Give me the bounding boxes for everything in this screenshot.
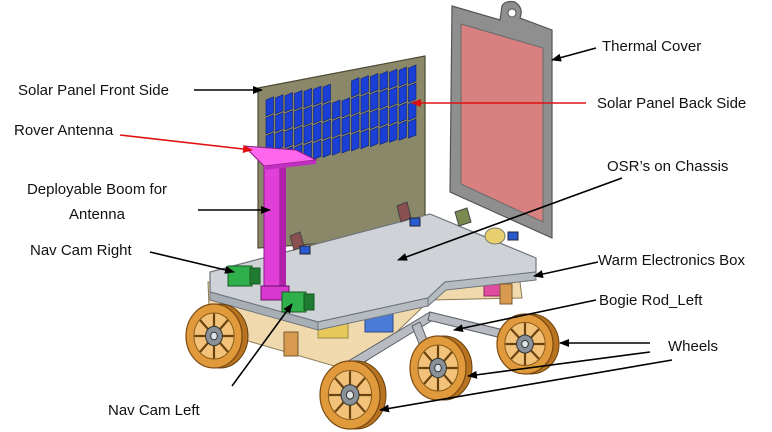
- leg: [499, 283, 513, 305]
- wheel: [319, 360, 387, 430]
- pointer-nav-cam-left: [231, 303, 293, 387]
- pointer-wheel-2: [467, 351, 651, 379]
- solar-cell: [360, 93, 369, 114]
- deployable-boom: [260, 159, 290, 301]
- pointer-wheel-3: [379, 359, 673, 413]
- solar-cell: [408, 118, 417, 139]
- solar-cell: [332, 99, 341, 120]
- solar-cell: [322, 83, 331, 104]
- solar-cell: [360, 111, 369, 132]
- solar-cell: [408, 64, 417, 85]
- solar-cell: [389, 122, 398, 143]
- solar-cell: [313, 103, 322, 124]
- solar-cell: [322, 137, 331, 158]
- nav-cam-left: [281, 291, 315, 313]
- label-solar-panel-back: Solar Panel Back Side: [597, 95, 747, 112]
- solar-cell: [322, 119, 331, 140]
- solar-cell: [294, 90, 303, 111]
- hinge: [454, 207, 472, 227]
- solar-cell: [275, 94, 284, 115]
- solar-cell: [408, 82, 417, 103]
- label-deployable-boom: Deployable Boom for Antenna: [2, 181, 192, 224]
- solar-cell: [398, 120, 407, 141]
- wheel: [185, 303, 249, 369]
- label-boom-line2: Antenna: [69, 206, 125, 223]
- solar-cell: [360, 129, 369, 150]
- solar-cell: [284, 92, 293, 113]
- solar-cell: [398, 84, 407, 105]
- solar-cell: [351, 113, 360, 134]
- solar-cell: [351, 95, 360, 116]
- solar-cell: [389, 86, 398, 107]
- solar-cell: [398, 66, 407, 87]
- solar-cell: [389, 68, 398, 89]
- pointer-thermal-cover: [551, 47, 597, 62]
- solar-cell: [332, 117, 341, 138]
- label-boom-line1: Deployable Boom for: [26, 181, 168, 198]
- pointer-rover-antenna: [119, 134, 253, 153]
- label-solar-panel-front: Solar Panel Front Side: [18, 82, 169, 99]
- solar-cell: [313, 85, 322, 106]
- solar-cell: [341, 97, 350, 118]
- solar-cell: [284, 128, 293, 149]
- rover-antenna: [242, 145, 318, 170]
- solar-cell: [341, 115, 350, 136]
- label-nav-cam-left: Nav Cam Left: [108, 402, 200, 419]
- solar-cell: [408, 100, 417, 121]
- wheel: [409, 335, 473, 401]
- solar-cell: [398, 102, 407, 123]
- solar-cell: [370, 127, 379, 148]
- solar-cell: [294, 126, 303, 147]
- solar-cell: [303, 123, 312, 144]
- solar-cell: [379, 106, 388, 127]
- solar-cell: [294, 108, 303, 129]
- thermal-cover: [449, 0, 553, 239]
- solar-cell: [265, 96, 274, 117]
- solar-cell: [303, 105, 312, 126]
- solar-cell: [370, 91, 379, 112]
- solar-cell: [379, 70, 388, 91]
- cylinder-part: [484, 227, 506, 245]
- pointer-osr: [397, 177, 623, 261]
- connector: [299, 245, 311, 255]
- solar-cell: [379, 88, 388, 109]
- label-rover-antenna: Rover Antenna: [14, 122, 114, 139]
- pointer-bogie: [453, 299, 597, 333]
- solar-cell: [370, 73, 379, 94]
- pointer-nav-cam-right: [149, 251, 235, 274]
- solar-cell: [313, 139, 322, 160]
- pointer-web: [533, 261, 599, 278]
- pointers: [119, 47, 673, 413]
- solar-cell: [284, 110, 293, 131]
- solar-cell: [265, 114, 274, 135]
- solar-cell: [351, 77, 360, 98]
- label-osr-chassis: OSR’s on Chassis: [607, 158, 729, 175]
- leg: [283, 331, 299, 357]
- nav-cam-right: [227, 265, 261, 287]
- wheels: [185, 303, 560, 430]
- solar-panel: [257, 55, 426, 249]
- connector: [409, 217, 421, 227]
- solar-cell: [313, 121, 322, 142]
- solar-cell: [275, 130, 284, 151]
- solar-cell: [360, 75, 369, 96]
- solar-cell: [275, 112, 284, 133]
- solar-cell: [332, 135, 341, 156]
- solar-cell: [351, 131, 360, 152]
- solar-cell: [341, 133, 350, 154]
- solar-cell: [322, 101, 331, 122]
- label-wheels: Wheels: [668, 338, 719, 355]
- solar-cell: [379, 124, 388, 145]
- solar-cell: [370, 109, 379, 130]
- wheel: [496, 313, 560, 375]
- label-thermal-cover: Thermal Cover: [602, 38, 702, 55]
- label-nav-cam-right: Nav Cam Right: [30, 242, 132, 259]
- label-bogie-rod-left: Bogie Rod_Left: [599, 292, 703, 309]
- connector: [507, 231, 519, 241]
- solar-cell: [389, 104, 398, 125]
- solar-cells: [265, 64, 417, 171]
- solar-cell: [303, 87, 312, 108]
- label-warm-electronics-box: Warm Electronics Box: [598, 252, 745, 269]
